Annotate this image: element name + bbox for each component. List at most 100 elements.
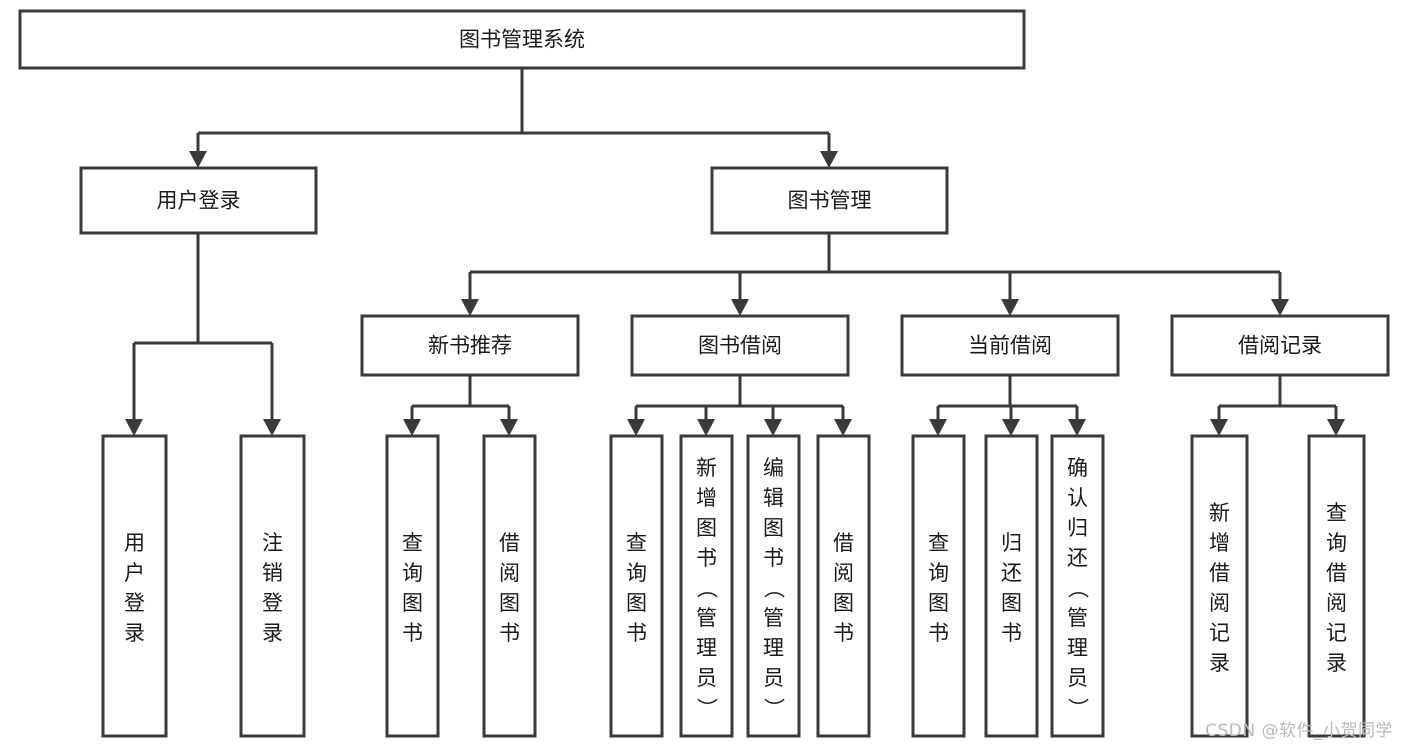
node-leaf-0[interactable]: 用户登录: [101, 434, 168, 738]
node-label-char: 借: [833, 531, 854, 555]
node-level2-1[interactable]: 图书管理: [710, 166, 949, 235]
node-label: 图书借阅: [698, 334, 782, 358]
node-label-char: 查: [1326, 501, 1347, 525]
node-box-outline: [1190, 434, 1249, 738]
node-label-char: 录: [1209, 651, 1230, 675]
node-label-char: 销: [262, 561, 283, 585]
node-label-char: 理: [763, 636, 784, 660]
node-level3-0[interactable]: 新书推荐: [360, 314, 580, 377]
node-label-char: 记: [1209, 621, 1230, 645]
arrow-head-icon: [1327, 419, 1345, 436]
arrow-head-icon: [1002, 419, 1020, 436]
node-label-char: 理: [1067, 636, 1088, 660]
node-label-char: 阅: [499, 561, 520, 585]
arrow-head-icon: [1271, 299, 1289, 316]
node-label-char: 新: [1209, 501, 1230, 525]
node-label-char: （: [762, 578, 786, 599]
arrow-head-icon: [929, 419, 947, 436]
node-label-char: 图: [402, 591, 423, 615]
node-label-char: 登: [262, 591, 283, 615]
nodes-layer: 图书管理系统用户登录图书管理新书推荐图书借阅当前借阅借阅记录用户登录注销登录查询…: [18, 9, 1390, 738]
node-label-char: 借: [1209, 561, 1230, 585]
arrow-head-icon: [125, 419, 143, 436]
node-label-char: 录: [1326, 651, 1347, 675]
node-label: 用户登录: [157, 189, 241, 213]
connector-root-to-level2: [189, 68, 838, 168]
connector-borrow-to-leaves: [627, 375, 852, 436]
node-label-char: 员: [1067, 666, 1088, 690]
node-label-char: 图: [763, 516, 784, 540]
connector-books-to-level3: [461, 233, 1289, 316]
node-label-char: 书: [763, 546, 784, 570]
node-label-char: 理: [696, 636, 717, 660]
node-box-outline: [360, 314, 580, 377]
node-label-char: 书: [928, 621, 949, 645]
node-label-char: 管: [1067, 606, 1088, 630]
arrow-head-icon: [461, 299, 479, 316]
arrow-head-icon: [731, 299, 749, 316]
node-level3-3[interactable]: 借阅记录: [1170, 314, 1390, 377]
node-label-char: 增: [1209, 531, 1230, 555]
node-label-char: 增: [696, 486, 717, 510]
node-label-char: 图: [928, 591, 949, 615]
node-label-char: 书: [1001, 621, 1022, 645]
connector-newbook-to-leaves: [403, 375, 518, 436]
node-label-char: 还: [1067, 546, 1088, 570]
node-label-char: 新: [696, 456, 717, 480]
node-box-outline: [1170, 314, 1390, 377]
node-box-outline: [630, 314, 850, 377]
node-box-outline: [900, 314, 1120, 377]
node-label-char: 编: [763, 456, 784, 480]
node-label: 当前借阅: [968, 334, 1052, 358]
node-box-outline: [609, 434, 664, 738]
node-box-outline: [746, 434, 801, 738]
node-label-char: 管: [696, 606, 717, 630]
connector-current-to-leaves: [929, 375, 1086, 436]
node-label: 图书管理系统: [459, 28, 585, 52]
node-label-char: 归: [1067, 516, 1088, 540]
connectors-layer: [125, 68, 1345, 436]
node-box-outline: [984, 434, 1039, 738]
node-box-outline: [101, 434, 168, 738]
node-root-system[interactable]: 图书管理系统: [18, 9, 1026, 70]
node-label-char: 录: [262, 621, 283, 645]
node-box-outline: [482, 434, 537, 738]
node-box-outline: [18, 9, 1026, 70]
node-box-outline: [816, 434, 871, 738]
arrow-head-icon: [403, 419, 421, 436]
arrow-head-icon: [1068, 419, 1086, 436]
node-label-char: 登: [124, 591, 145, 615]
node-label-char: 书: [626, 621, 647, 645]
node-label-char: 书: [499, 621, 520, 645]
node-label-char: ）: [762, 698, 786, 719]
node-level2-0[interactable]: 用户登录: [79, 166, 318, 235]
node-level3-1[interactable]: 图书借阅: [630, 314, 850, 377]
node-label-char: 图: [833, 591, 854, 615]
node-box-outline: [239, 434, 306, 738]
node-label: 新书推荐: [428, 334, 512, 358]
node-label-char: 图: [696, 516, 717, 540]
arrow-head-icon: [263, 419, 281, 436]
arrow-head-icon: [834, 419, 852, 436]
arrow-head-icon: [1210, 419, 1228, 436]
node-label: 借阅记录: [1238, 334, 1322, 358]
node-label-char: 询: [928, 561, 949, 585]
node-label-char: 询: [626, 561, 647, 585]
node-box-outline: [79, 166, 318, 235]
arrow-head-icon: [697, 419, 715, 436]
node-box-outline: [911, 434, 966, 738]
node-level3-2[interactable]: 当前借阅: [900, 314, 1120, 377]
node-label-char: 书: [696, 546, 717, 570]
